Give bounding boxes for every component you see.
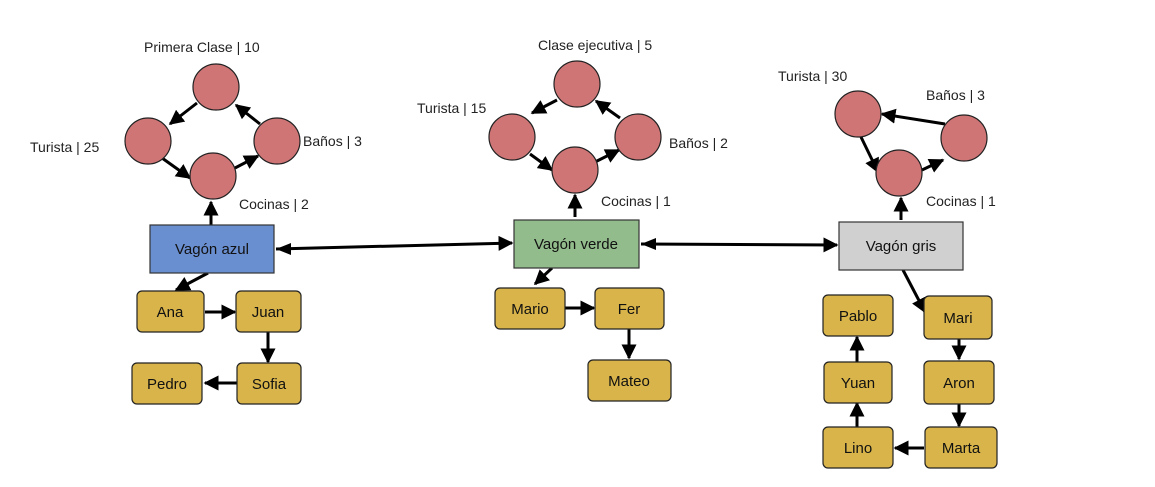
passenger-lino[interactable] xyxy=(822,426,894,469)
passenger-ana[interactable] xyxy=(136,290,205,333)
circle-turista-azul[interactable] xyxy=(124,117,172,165)
edge-wagon-verde-to-mario xyxy=(533,266,554,286)
passenger-mario[interactable] xyxy=(494,287,566,330)
wagon-gris[interactable]: Vagón gris xyxy=(838,221,964,271)
passenger-ana-label: Ana xyxy=(157,304,184,321)
passenger-marta-label: Marta xyxy=(942,440,981,457)
passenger-pedro[interactable] xyxy=(131,362,203,405)
edge-banos-to-turista-gris xyxy=(880,108,946,126)
bidirectional-heads xyxy=(276,238,656,255)
wagon-gris-label: Vagón gris xyxy=(866,238,937,255)
wagon-gris-box[interactable] xyxy=(838,221,964,271)
passenger-sofia[interactable] xyxy=(236,362,302,405)
label-cocinas-gris: Cocinas | 1 xyxy=(926,193,996,209)
wagon-azul-label: Vagón azul xyxy=(175,241,249,258)
edge-verde-gris xyxy=(640,237,839,253)
wagon-azul-box[interactable] xyxy=(149,224,275,274)
edge-cocinas-to-banos-verde xyxy=(594,148,621,164)
edge-turista-to-cocinas-gris xyxy=(859,136,880,174)
edge-cocinas-to-banos-gris xyxy=(921,158,945,173)
passengers-verde: Mario Fer Mateo xyxy=(494,287,672,402)
passenger-marta[interactable] xyxy=(924,426,998,469)
passenger-pablo-label: Pablo xyxy=(839,308,877,325)
label-turista-azul: Turista | 25 xyxy=(30,139,99,155)
passenger-aron-label: Aron xyxy=(943,375,975,392)
passenger-mari-label: Mari xyxy=(943,310,972,327)
edge-turista-to-cocinas-verde xyxy=(529,152,554,172)
passenger-sofia-label: Sofia xyxy=(252,376,287,393)
edge-ejecutiva-to-turista xyxy=(530,98,558,115)
edge-turista-to-cocinas xyxy=(161,156,192,180)
passenger-fer[interactable] xyxy=(594,287,665,330)
passenger-juan[interactable] xyxy=(235,290,302,333)
circle-cocinas-gris[interactable] xyxy=(875,149,923,197)
circles-azul xyxy=(124,63,301,200)
circle-cocinas-verde[interactable] xyxy=(551,146,599,194)
passenger-mateo-label: Mateo xyxy=(608,373,650,390)
circle-primera-clase[interactable] xyxy=(192,63,240,111)
passengers-gris: Mari Aron Marta Lino Yuan Pablo xyxy=(822,294,998,469)
passengers-azul: Ana Juan Sofia Pedro xyxy=(131,290,302,405)
edge-primera-to-turista xyxy=(168,101,198,126)
circle-banos-gris[interactable] xyxy=(940,114,988,162)
circle-clase-ejecutiva[interactable] xyxy=(553,60,601,108)
edge-banos-to-primera xyxy=(234,103,261,126)
arrowhead-verde xyxy=(641,238,656,250)
passenger-pablo[interactable] xyxy=(822,294,894,337)
passenger-pedro-label: Pedro xyxy=(147,376,187,393)
label-primera-clase: Primera Clase | 10 xyxy=(144,39,260,55)
wagon-verde-box[interactable] xyxy=(513,219,640,269)
edge-banos-to-ejecutiva xyxy=(594,99,621,120)
edges xyxy=(161,98,967,456)
passenger-juan-label: Juan xyxy=(252,304,285,321)
passenger-mateo[interactable] xyxy=(587,359,672,402)
label-turista-gris: Turista | 30 xyxy=(778,68,847,84)
wagon-azul[interactable]: Vagón azul xyxy=(149,224,275,274)
label-banos-gris: Baños | 3 xyxy=(926,87,985,103)
passenger-aron[interactable] xyxy=(923,360,995,405)
passenger-mario-label: Mario xyxy=(511,301,549,318)
label-banos-verde: Baños | 2 xyxy=(669,135,728,151)
circle-banos-verde[interactable] xyxy=(614,113,662,161)
passenger-mari[interactable] xyxy=(923,295,993,340)
label-clase-ejecutiva: Clase ejecutiva | 5 xyxy=(538,37,652,53)
passenger-fer-label: Fer xyxy=(618,301,641,318)
wagon-verde-label: Vagón verde xyxy=(534,236,618,253)
arrowhead-azul xyxy=(276,243,291,255)
label-turista-verde: Turista | 15 xyxy=(417,100,486,116)
section-labels: Primera Clase | 10 Turista | 25 Baños | … xyxy=(30,37,996,212)
passenger-lino-label: Lino xyxy=(844,440,872,457)
circles-verde xyxy=(488,60,662,194)
wagon-verde[interactable]: Vagón verde xyxy=(513,219,640,269)
edge-wagon-azul-to-ana xyxy=(174,271,209,292)
edge-cocinas-to-banos xyxy=(234,154,260,170)
passenger-yuan[interactable] xyxy=(823,361,893,404)
label-cocinas-azul: Cocinas | 2 xyxy=(239,196,309,212)
circle-cocinas-azul[interactable] xyxy=(189,152,237,200)
circle-banos-azul[interactable] xyxy=(253,117,301,165)
label-cocinas-verde: Cocinas | 1 xyxy=(601,193,671,209)
edge-wagon-gris-to-mari xyxy=(901,269,927,314)
circles-gris xyxy=(834,90,988,197)
label-banos-azul: Baños | 3 xyxy=(303,133,362,149)
edge-azul-verde xyxy=(275,235,514,251)
circle-turista-verde[interactable] xyxy=(488,113,536,161)
passenger-yuan-label: Yuan xyxy=(841,375,875,392)
circle-turista-gris[interactable] xyxy=(834,90,882,138)
